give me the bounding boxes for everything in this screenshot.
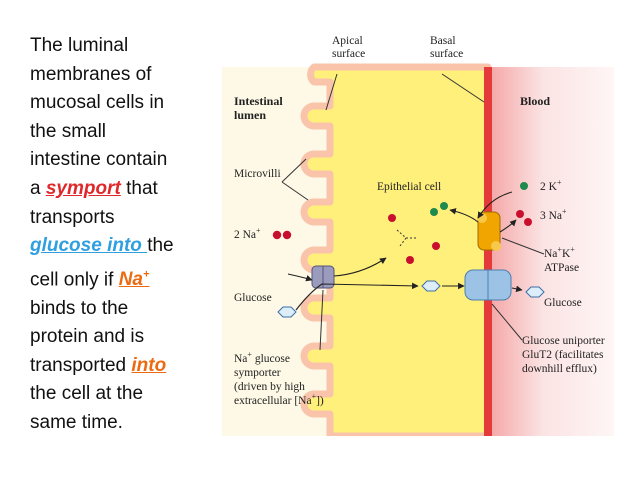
keyword-into: into (131, 354, 167, 376)
uniporter-label: downhill efflux) (522, 363, 597, 375)
intestinal-transport-diagram: Apical surface Basal surface Intestinal … (222, 35, 614, 436)
glucose-icon (277, 306, 297, 318)
atpase-label: ATPase (544, 262, 579, 274)
intestinal-lumen-label: Intestinal (234, 94, 283, 108)
na-ion-icon (272, 230, 282, 240)
text-line: intestine contain (30, 149, 168, 171)
symporter-pointer (319, 289, 324, 351)
na-ion-icon (524, 218, 532, 226)
na-ion-icon (388, 214, 396, 222)
apical-label: surface (332, 48, 365, 60)
microvilli-label: Microvilli (234, 168, 281, 180)
basal-label: Basal (430, 35, 456, 47)
glucose-icon (525, 286, 545, 298)
atpase-pointer (501, 237, 545, 255)
basal-pointer (441, 73, 485, 103)
glucose-blood-arrow (511, 285, 523, 293)
uniporter-pointer (491, 303, 523, 341)
keyword-symport: symport (45, 177, 121, 199)
uniporter-label: Glucose uniporter (522, 335, 605, 347)
na-entry-arrow (333, 257, 387, 277)
k-entry-arrow (477, 191, 513, 219)
text-line: transports (30, 206, 115, 228)
glucose-blood-label: Glucose (544, 297, 582, 309)
glucose-icon (421, 280, 441, 292)
na-diffusion-dashes (396, 229, 418, 247)
na-ion-icon (516, 210, 524, 218)
text-line: the cell at the (30, 383, 144, 405)
na3-label: 3 Na+ (540, 207, 567, 222)
k-ion-icon (440, 202, 448, 210)
intestinal-lumen-label: lumen (234, 108, 266, 122)
text-line: The luminal (30, 35, 129, 56)
text-line: a symport that (30, 175, 210, 204)
glucose-lumen-label: Glucose (234, 292, 272, 304)
atpase-label: Na+K+ (544, 245, 575, 260)
symporter-label: extracellular [Na+]) (234, 392, 324, 407)
apical-label: Apical (332, 35, 363, 47)
text-line: glucose into the (30, 232, 210, 261)
na-k-atpase (477, 211, 501, 251)
na-ion-icon (282, 230, 292, 240)
text-fragment: a (30, 177, 46, 199)
glucose-uniporter (464, 269, 512, 301)
na-exit-arrow (499, 219, 517, 233)
keyword-glucose-into: glucose into (30, 235, 148, 257)
na2-label: 2 Na+ (234, 226, 261, 241)
slide-body-text: The luminal membranes of mucosal cells i… (30, 32, 210, 438)
k-into-cell-arrow (449, 208, 479, 223)
k-ion-icon (430, 208, 438, 216)
k-ion-icon (520, 182, 528, 190)
symporter-label: symporter (234, 367, 281, 379)
k2-label: 2 K+ (540, 178, 562, 193)
glucose-path-arrow (295, 282, 419, 311)
text-fragment: the (147, 235, 174, 257)
text-line: cell only if Na+ (30, 261, 210, 295)
microvilli-pointer (281, 158, 307, 183)
text-fragment: transported (30, 354, 132, 376)
text-line: protein and is (30, 326, 145, 348)
apical-pointer (325, 73, 338, 111)
text-fragment: that (120, 177, 158, 199)
symporter-label: Na+ glucose (234, 350, 290, 365)
text-line: same time. (30, 412, 123, 434)
keyword-na: Na+ (118, 268, 150, 291)
blood-region (484, 67, 614, 436)
glucose-entry-arrow (287, 273, 313, 282)
na-ion-icon (432, 242, 440, 250)
blood-label: Blood (520, 94, 550, 108)
text-line: the small (30, 120, 107, 142)
text-line: mucosal cells in (30, 92, 165, 114)
microvilli-pointer (281, 181, 309, 201)
epithelial-cell-label: Epithelial cell (377, 181, 441, 193)
text-line: binds to the (30, 297, 129, 319)
text-fragment: cell only if (30, 269, 119, 291)
na-ion-icon (406, 256, 414, 264)
uniporter-label: GluT2 (facilitates (522, 349, 604, 361)
symporter-label: (driven by high (234, 381, 305, 393)
epithelial-cell (300, 63, 492, 436)
text-line: membranes of (30, 63, 152, 85)
basal-label: surface (430, 48, 463, 60)
text-line: transported into (30, 352, 210, 381)
